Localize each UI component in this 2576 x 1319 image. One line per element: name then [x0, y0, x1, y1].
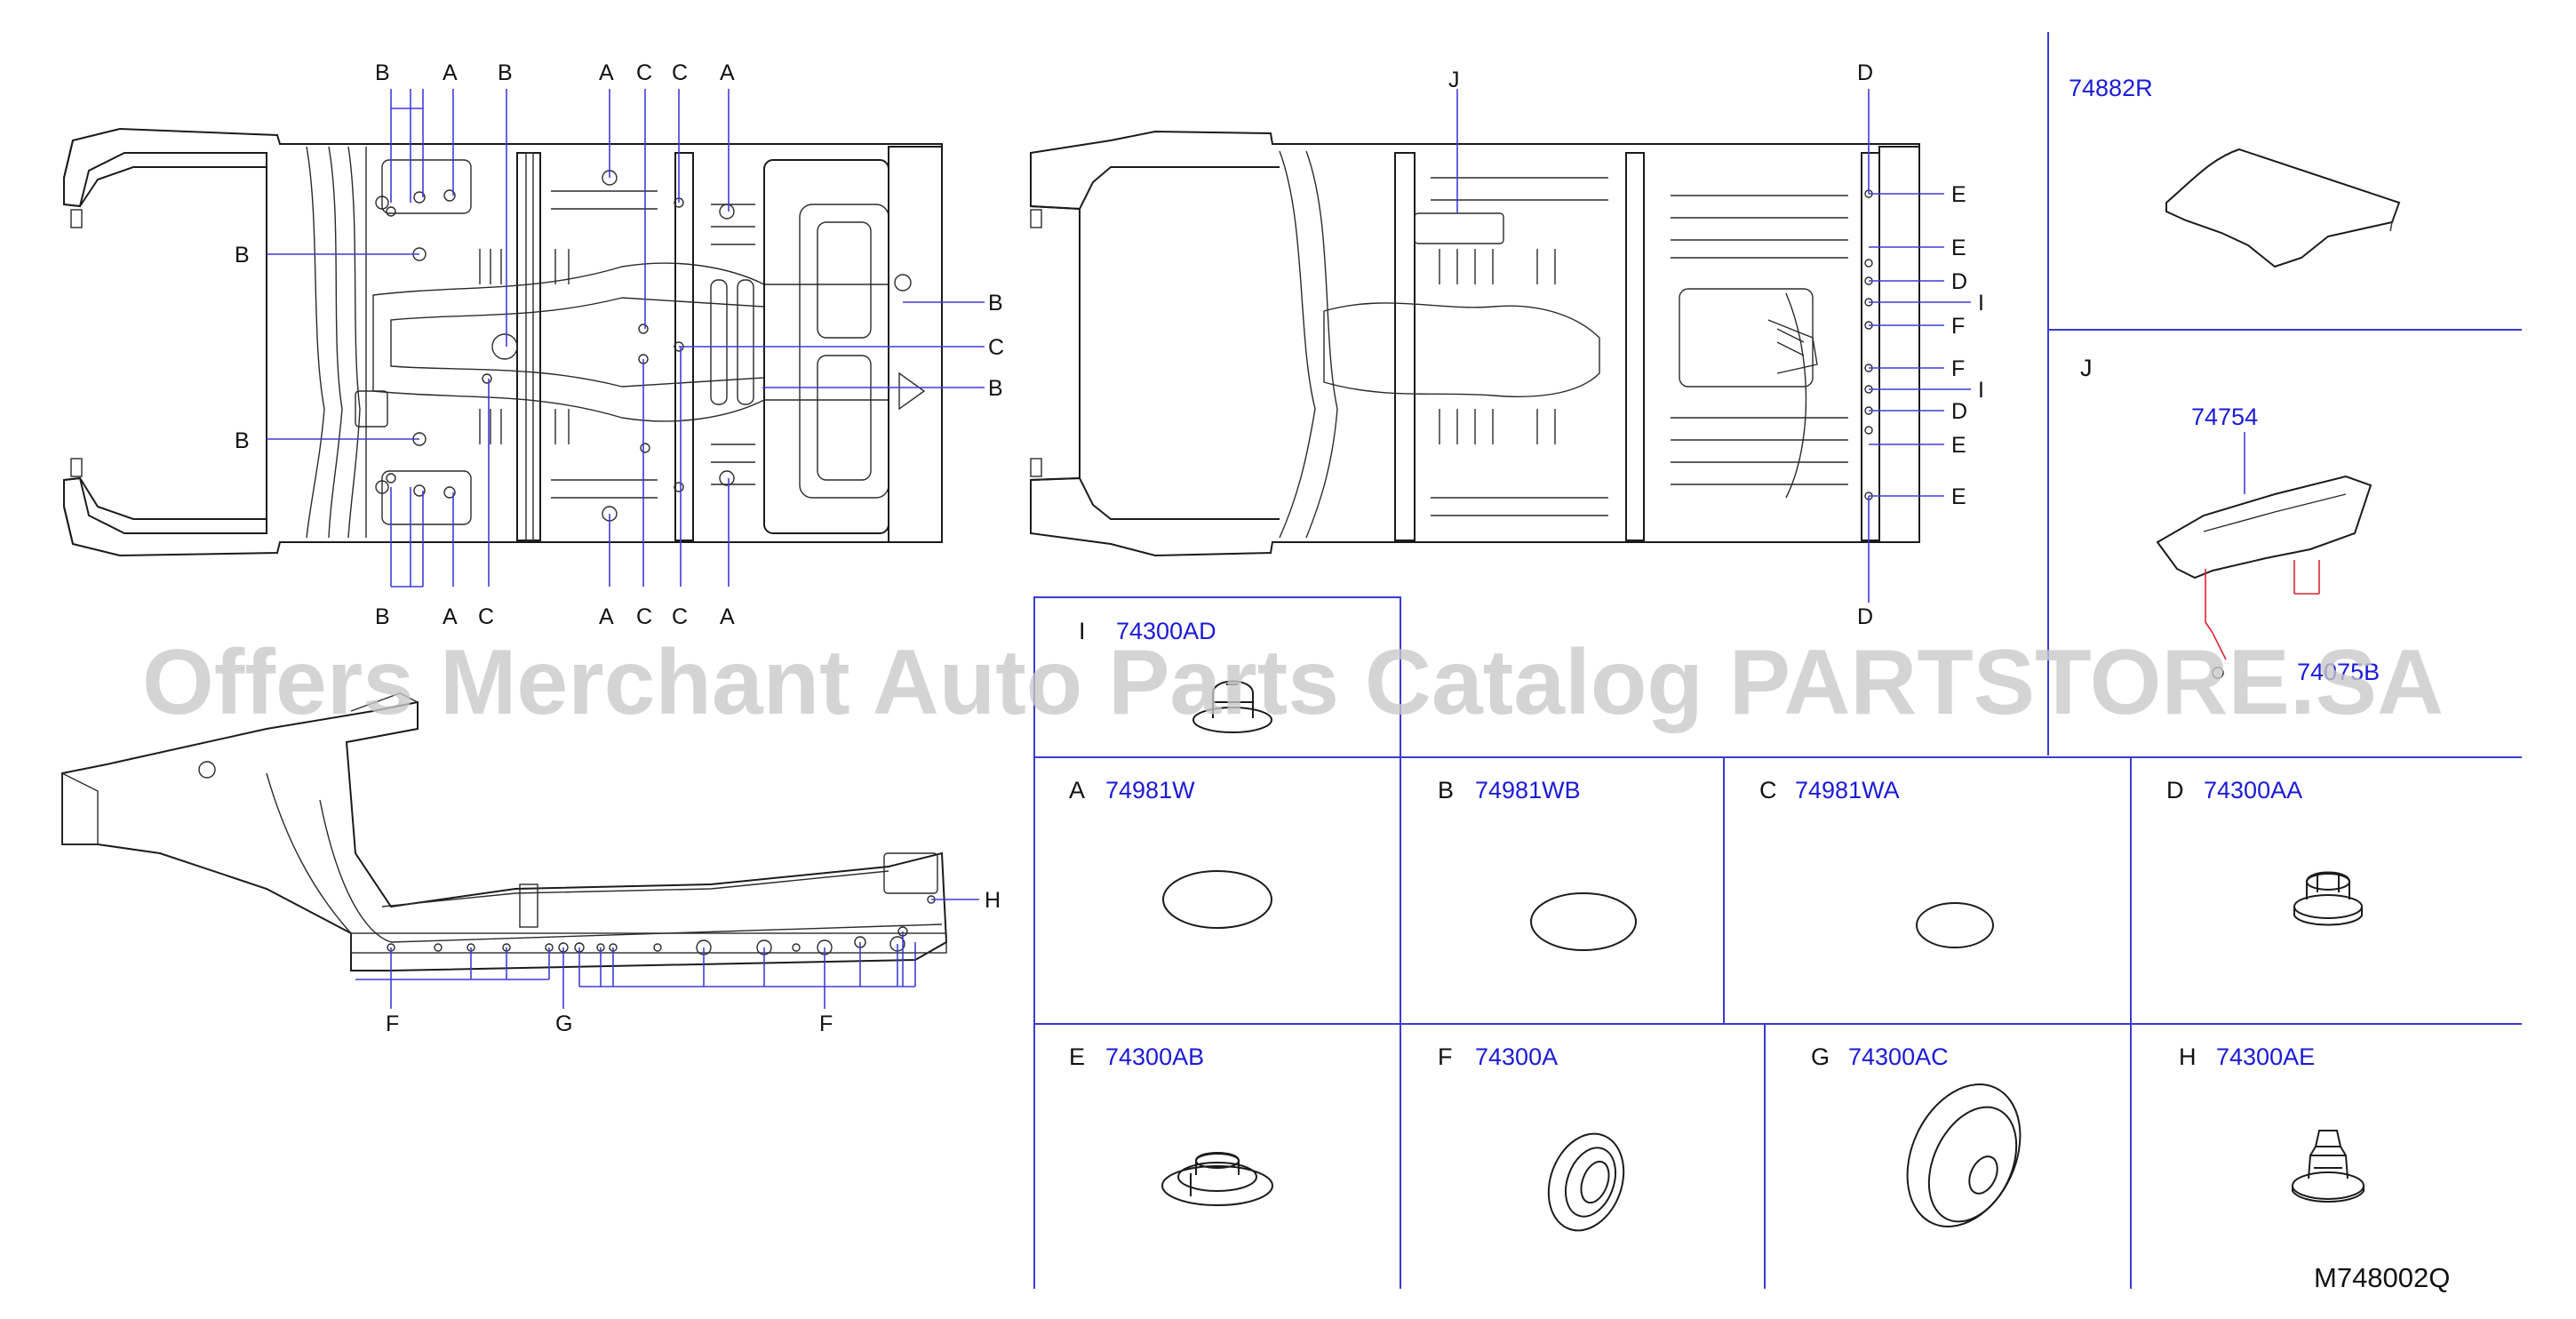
callout-label: B [235, 428, 250, 453]
cell-part-number: 74300AC [1848, 1043, 1949, 1070]
body-side-view [61, 692, 979, 1009]
callout-label: C [478, 604, 494, 629]
callout-label: A [720, 60, 735, 85]
plug-seal-icon [1530, 892, 1637, 951]
cell-part-number: 74981WB [1475, 777, 1581, 803]
cell-letter: B [1438, 777, 1454, 803]
floor-top-view-2 [1030, 89, 1971, 603]
grommet-icon [1547, 1132, 1625, 1232]
view2-callout-labels: J D D E E D I F F I D E E [1448, 60, 1984, 629]
side-view-callout-labels: F G F H [386, 888, 1001, 1036]
cell-letter: I [1079, 618, 1086, 644]
cell-part-number: 74300AE [2216, 1043, 2315, 1070]
cell-letter: A [1069, 777, 1085, 803]
callout-label: D [1857, 604, 1873, 629]
j-panel: J 74754 74075B [2080, 355, 2380, 685]
callout-label: A [599, 60, 614, 85]
callout-label: G [555, 1011, 572, 1036]
callout-label: D [1951, 399, 1967, 424]
cell-part-number: 74300AA [2204, 777, 2302, 803]
cell-part-number: 74300A [1475, 1043, 1558, 1070]
callout-label: E [1951, 182, 1966, 207]
part-cell-a[interactable]: A 74981W [1069, 777, 1272, 929]
floor-top-view-1 [63, 89, 985, 588]
heat-insulator-icon [2156, 475, 2373, 580]
insulator-sheet-icon [2165, 148, 2401, 268]
clip-icon [1192, 680, 1272, 733]
callout-label: C [988, 335, 1004, 360]
part-cell-g[interactable]: G 74300AC [1811, 1043, 2042, 1245]
callout-label: B [235, 243, 250, 268]
callout-label: F [386, 1011, 399, 1036]
cell-part-number: 74981W [1105, 777, 1195, 803]
callout-label: B [375, 60, 390, 85]
callout-label: B [498, 60, 513, 85]
view1-callout-labels: B A B A C C A B A C A C C A B B B C B [235, 60, 1004, 629]
cell-letter: F [1438, 1043, 1453, 1070]
callout-label: C [636, 60, 652, 85]
j-panel-letter: J [2080, 355, 2093, 381]
grommet-icon [2293, 871, 2363, 926]
callout-label: H [985, 888, 1001, 913]
part-number-insulator: 74882R [2069, 75, 2153, 101]
callout-label: E [1951, 433, 1966, 458]
part-cell-d[interactable]: D 74300AA [2166, 777, 2363, 926]
insulator-panel: 74882R [2047, 32, 2522, 755]
part-cell-c[interactable]: C 74981WA [1759, 777, 1994, 948]
callout-label: A [443, 604, 458, 629]
cell-letter: C [1759, 777, 1777, 803]
cell-letter: E [1069, 1043, 1085, 1070]
callout-label: C [672, 604, 688, 629]
callout-label: C [672, 60, 688, 85]
plug-seal-icon [1916, 902, 1994, 948]
cell-letter: H [2179, 1043, 2197, 1070]
callout-label: B [988, 291, 1003, 316]
part-cell-e[interactable]: E 74300AB [1069, 1043, 1273, 1206]
watermark: Offers Merchant Auto Parts Catalog PARTS… [142, 631, 2444, 734]
part-number-clip: 74075B [2297, 659, 2380, 685]
parts-grid: I 74300AD A 74981W B 74981WB C 74981WA [1033, 596, 2522, 1289]
cell-letter: D [2166, 777, 2184, 803]
callout-label: F [819, 1011, 833, 1036]
callout-label: F [1951, 314, 1965, 339]
callout-label: C [636, 604, 652, 629]
cell-part-number: 74300AD [1116, 618, 1216, 644]
part-cell-h[interactable]: H 74300AE [2179, 1043, 2365, 1203]
callout-label: J [1448, 68, 1460, 92]
part-number-j: 74754 [2191, 404, 2258, 430]
cell-part-number: 74981WA [1795, 777, 1900, 803]
plug-seal-icon [1162, 870, 1272, 929]
callout-label: D [1951, 269, 1967, 294]
part-cell-f[interactable]: F 74300A [1438, 1043, 1637, 1241]
callout-label: B [375, 604, 390, 629]
cell-letter: G [1811, 1043, 1830, 1070]
part-cell-i[interactable]: I 74300AD [1079, 618, 1272, 733]
callout-label: A [443, 60, 458, 85]
callout-label: E [1951, 484, 1966, 509]
callout-label: A [720, 604, 735, 629]
part-cell-b[interactable]: B 74981WB [1438, 777, 1637, 951]
callout-label: I [1978, 378, 1984, 403]
callout-label: A [599, 604, 614, 629]
callout-label: I [1978, 291, 1984, 316]
grommet-icon [1161, 1152, 1273, 1206]
callout-label: B [988, 376, 1003, 401]
diagram-reference-code: M748002Q [2314, 1262, 2450, 1293]
cell-part-number: 74300AB [1105, 1043, 1204, 1070]
callout-label: D [1857, 60, 1873, 85]
callout-label: F [1951, 356, 1965, 381]
callout-label: E [1951, 236, 1966, 260]
grommet-icon [1906, 1083, 2022, 1227]
push-clip-icon [2292, 1130, 2365, 1203]
